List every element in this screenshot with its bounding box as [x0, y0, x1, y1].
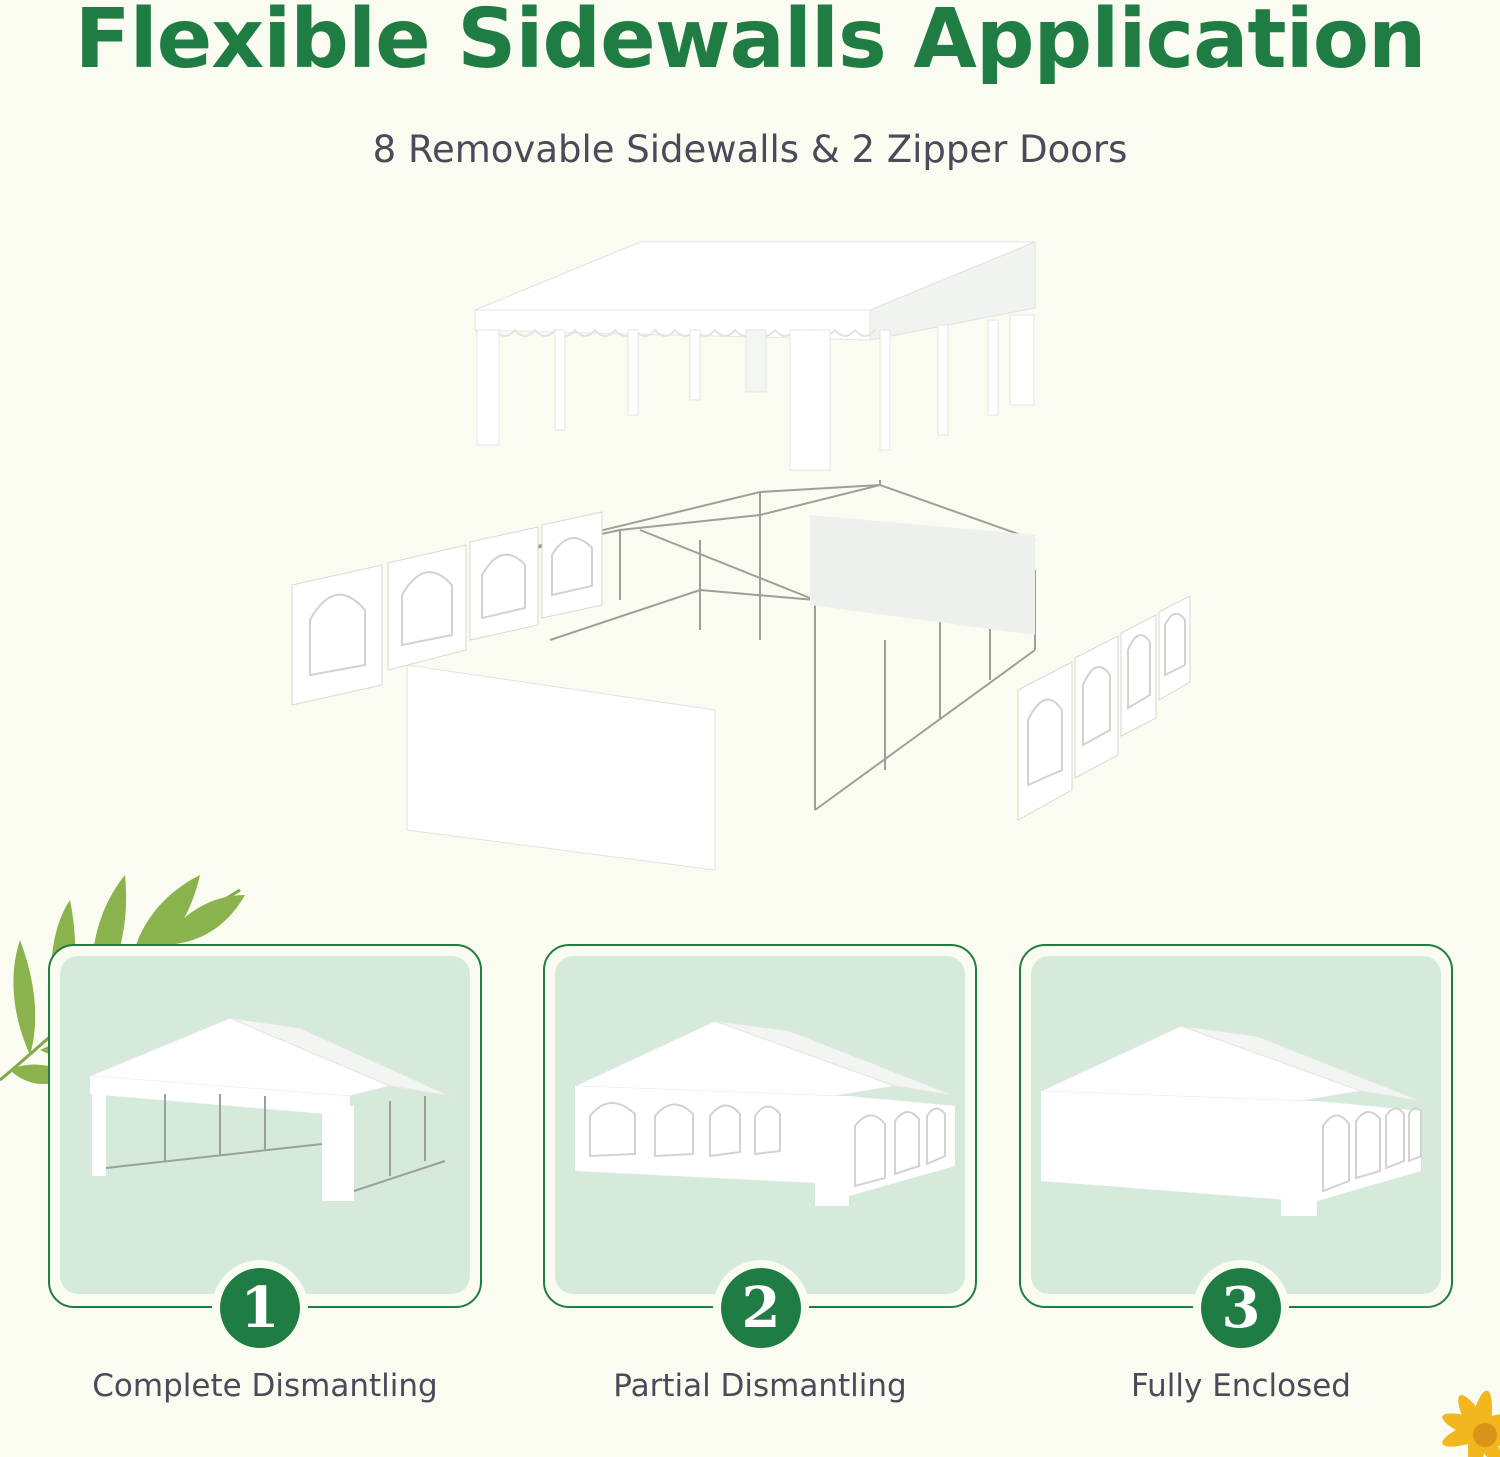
option-number-badge-1: 1: [220, 1268, 300, 1348]
exploded-tent-illustration: [291, 241, 1191, 871]
tent-partial-image: [574, 1020, 956, 1206]
tent-open-image: [89, 1017, 451, 1201]
option-number-badge-3: 3: [1201, 1268, 1281, 1348]
option-label-1: Complete Dismantling: [92, 1368, 438, 1404]
option-number-badge-2: 2: [721, 1268, 801, 1348]
page-title: Flexible Sidewalls Application: [74, 0, 1427, 87]
option-image-fully-enclosed: [1031, 956, 1441, 1294]
left-window-sidewalls: [291, 511, 603, 706]
option-label-2: Partial Dismantling: [613, 1368, 907, 1404]
yellow-flower-decoration: [1442, 1390, 1500, 1457]
tent-end-panel: [810, 515, 1035, 635]
page-subtitle: 8 Removable Sidewalls & 2 Zipper Doors: [372, 128, 1128, 171]
right-window-sidewalls: [1017, 595, 1191, 821]
option-image-partial-dismantling: [555, 956, 965, 1294]
front-solid-sidewall: [406, 664, 716, 871]
option-card-1: [48, 944, 482, 1308]
option-label-3: Fully Enclosed: [1131, 1368, 1351, 1404]
option-card-2: [543, 944, 977, 1308]
tent-enclosed-image: [1040, 1025, 1422, 1216]
tent-roof: [474, 241, 1036, 471]
tent-frame: [479, 480, 1036, 811]
option-card-3: [1019, 944, 1453, 1308]
option-image-complete-dismantling: [60, 956, 470, 1294]
